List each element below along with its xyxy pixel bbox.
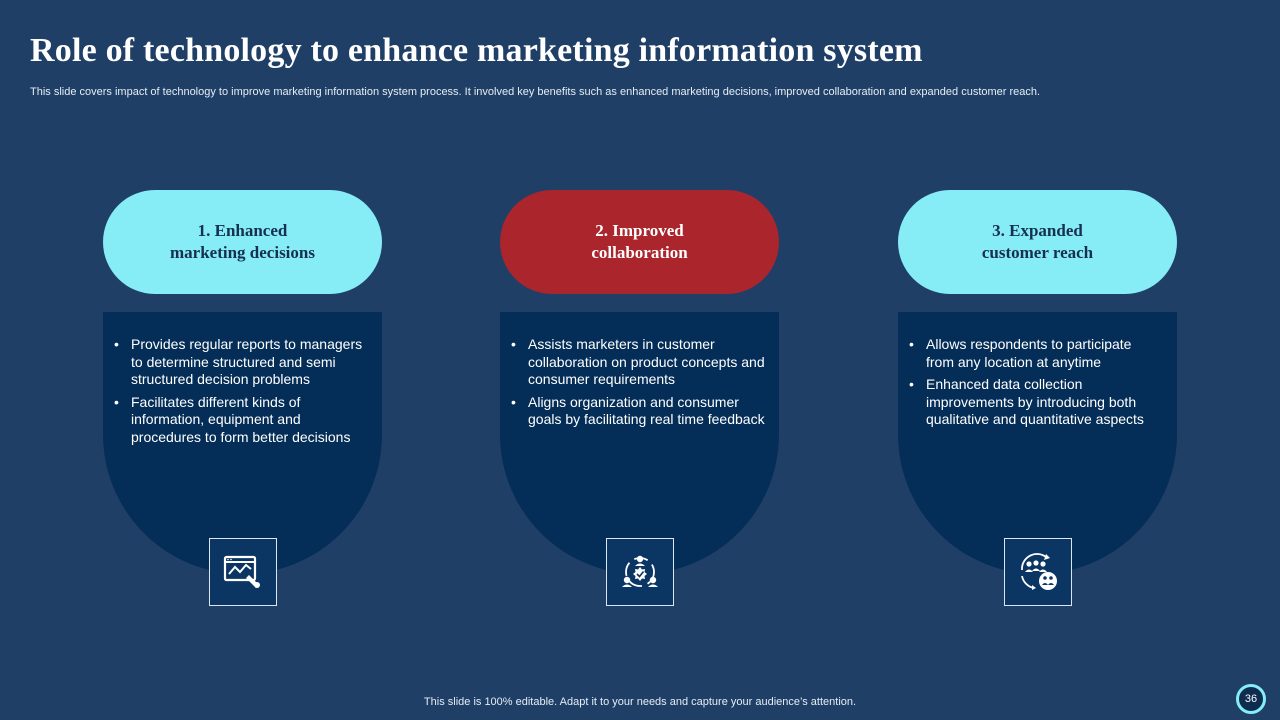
team-collaboration-icon bbox=[606, 538, 674, 606]
bullet-item: Aligns organization and consumer goals b… bbox=[511, 394, 765, 429]
card-body: Provides regular reports to managers to … bbox=[103, 312, 382, 574]
bullet-item: Allows respondents to participate from a… bbox=[909, 336, 1163, 371]
customer-network-icon bbox=[1004, 538, 1072, 606]
card-heading-line2: customer reach bbox=[981, 243, 1094, 262]
card-body: Allows respondents to participate from a… bbox=[898, 312, 1177, 574]
card-heading-line1: 2. Improved bbox=[595, 221, 684, 240]
card-heading-pill: 1. Enhanced marketing decisions bbox=[103, 190, 382, 294]
card-heading-line2: marketing decisions bbox=[170, 243, 315, 262]
card-body: Assists marketers in customer collaborat… bbox=[500, 312, 779, 574]
card-heading-pill: 3. Expanded customer reach bbox=[898, 190, 1177, 294]
bullet-list: Assists marketers in customer collaborat… bbox=[500, 336, 765, 434]
bullet-item: Enhanced data collection improvements by… bbox=[909, 376, 1163, 429]
card-heading-pill: 2. Improved collaboration bbox=[500, 190, 779, 294]
bullet-item: Provides regular reports to managers to … bbox=[114, 336, 368, 389]
slide-subtitle: This slide covers impact of technology t… bbox=[30, 86, 1041, 98]
analytics-monitor-icon bbox=[209, 538, 277, 606]
card-heading-line1: 1. Enhanced bbox=[197, 221, 288, 240]
card-heading-line2: collaboration bbox=[591, 243, 688, 262]
bullet-list: Allows respondents to participate from a… bbox=[898, 336, 1163, 434]
bullet-list: Provides regular reports to managers to … bbox=[103, 336, 368, 451]
card-heading-line1: 3. Expanded bbox=[992, 221, 1083, 240]
page-number-badge: 36 bbox=[1236, 684, 1266, 714]
bullet-item: Facilitates different kinds of informati… bbox=[114, 394, 368, 447]
slide-footer: This slide is 100% editable. Adapt it to… bbox=[423, 696, 857, 708]
slide-title: Role of technology to enhance marketing … bbox=[30, 32, 923, 69]
bullet-item: Assists marketers in customer collaborat… bbox=[511, 336, 765, 389]
